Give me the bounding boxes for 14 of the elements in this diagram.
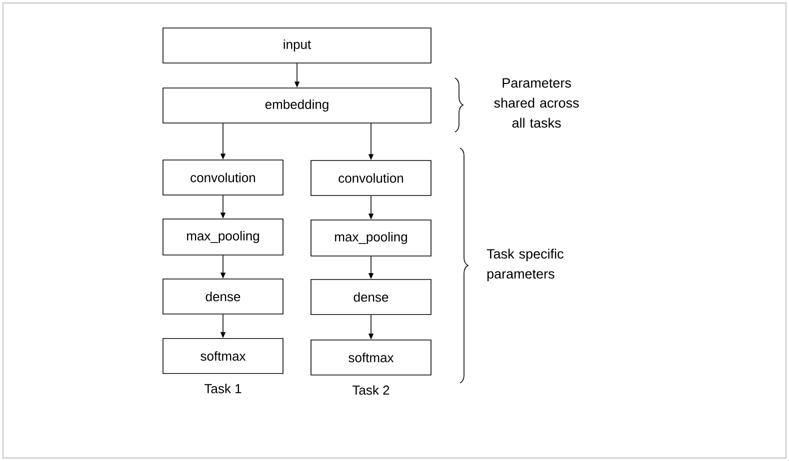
task-label: Task 2	[352, 385, 390, 395]
layer-box: max_pooling	[162, 218, 284, 256]
layer-box: convolution	[310, 160, 432, 196]
brace-label: Parameters shared across all tasks	[494, 78, 579, 128]
task-label: Task 1	[204, 384, 242, 394]
layer-box: softmax	[162, 338, 284, 374]
layer-box: input	[162, 28, 432, 64]
layer-box: embedding	[162, 88, 432, 124]
layer-box: dense	[310, 279, 432, 315]
layer-box: max_pooling	[310, 220, 432, 256]
layer-box: softmax	[310, 340, 432, 376]
layer-box: dense	[162, 278, 284, 314]
layer-box: convolution	[162, 160, 284, 196]
brace-label: Task specific parameters	[486, 248, 564, 282]
